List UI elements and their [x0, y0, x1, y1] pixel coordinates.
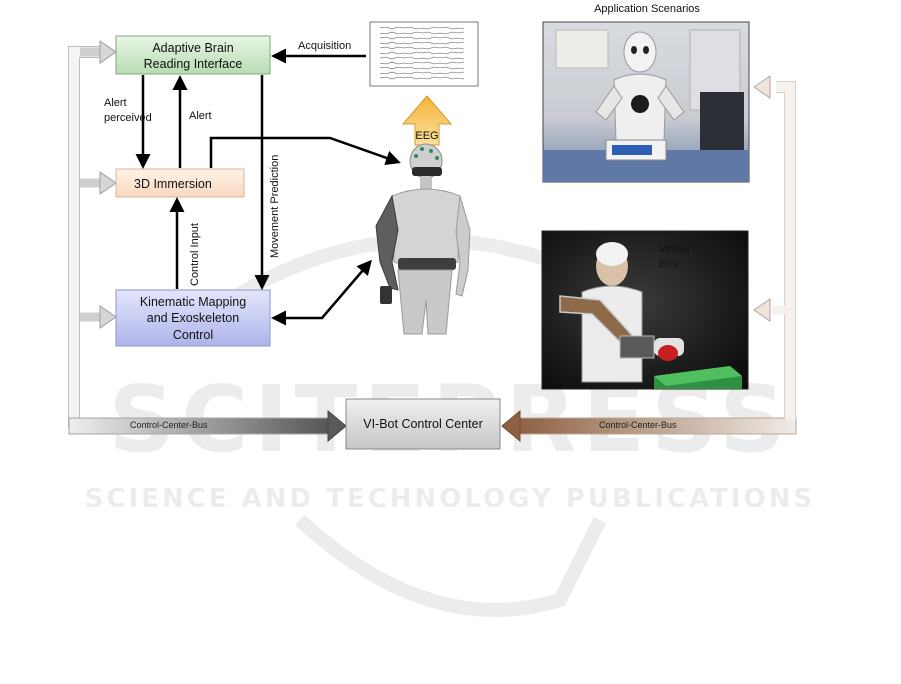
immersion-label: 3D Immersion: [134, 177, 212, 191]
kinematic-label-line2: and Exoskeleton: [147, 311, 239, 325]
node-control-center: VI-Bot Control Center: [345, 398, 501, 450]
alert-perceived-label-1: Alert: [104, 97, 127, 109]
edge-control-input: Control Input: [169, 197, 201, 289]
bus-label-left: Control-Center-Bus: [130, 420, 208, 430]
edge-immersion-to-headset: [209, 136, 401, 168]
abri-label-line2: Reading Interface: [144, 57, 243, 71]
control-input-label: Control Input: [189, 223, 201, 286]
abri-label-line1: Adaptive Brain: [152, 41, 233, 55]
node-abri: Adaptive Brain Reading Interface: [115, 35, 271, 75]
eeg-arrow: EEG: [401, 95, 453, 146]
node-3d-immersion: 3D Immersion: [115, 168, 245, 198]
kinematic-label-line1: Kinematic Mapping: [140, 295, 246, 309]
robot-scenario-photo: [542, 21, 750, 183]
eeg-signal-plot: [369, 21, 479, 87]
left-bus-loop: Control-Center-Bus: [68, 40, 347, 443]
alert-label: Alert: [189, 110, 212, 122]
watermark-sub-text: SCIENCE AND TECHNOLOGY PUBLICATIONS: [85, 484, 815, 514]
acquisition-label: Acquisition: [298, 40, 351, 52]
movement-prediction-label: Movement Prediction: [269, 155, 281, 258]
edge-kinematic-exoskeleton: [271, 259, 372, 326]
alert-perceived-label-2: perceived: [104, 112, 152, 124]
control-center-label: VI-Bot Control Center: [363, 417, 483, 431]
bus-label-right: Control-Center-Bus: [599, 420, 677, 430]
virtual-env-label-line1: Virtual: [659, 243, 690, 255]
eeg-label: EEG: [415, 130, 438, 142]
application-scenarios-title: Application Scenarios: [594, 3, 700, 15]
node-kinematic: Kinematic Mapping and Exoskeleton Contro…: [115, 289, 271, 347]
virtual-environment-photo: Virtual Env: [541, 230, 749, 390]
virtual-env-label-line2: Env: [659, 258, 678, 270]
edge-alert: Alert: [172, 75, 212, 168]
right-bus-loop: Control-Center-Bus: [501, 75, 797, 443]
exoskeleton-figure-illustration: [375, 143, 471, 335]
edge-acquisition: Acquisition: [271, 40, 366, 64]
edge-alert-perceived: Alert perceived: [104, 75, 152, 169]
edge-movement-prediction: Movement Prediction: [254, 75, 281, 290]
kinematic-label-line3: Control: [173, 328, 213, 342]
